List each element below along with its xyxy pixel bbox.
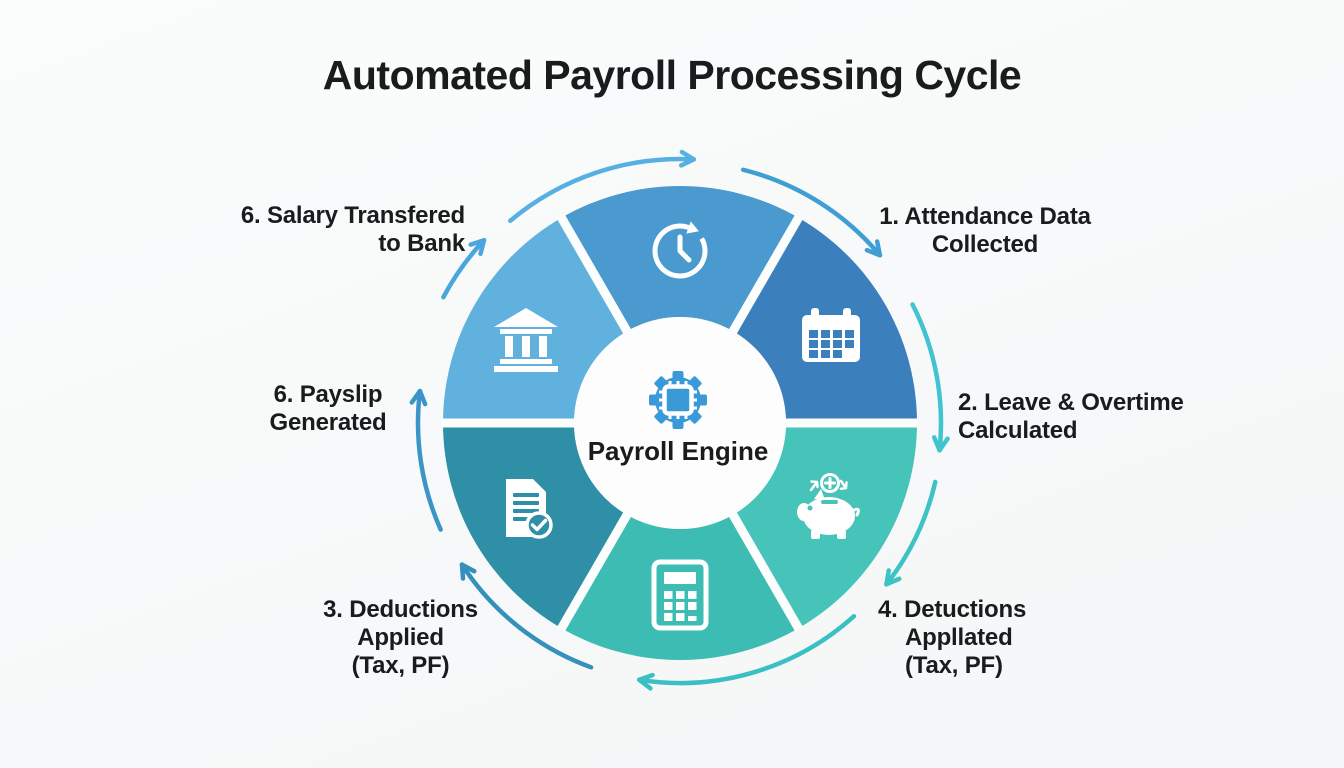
flow-arrow <box>910 302 944 453</box>
segment-calculation <box>561 514 799 660</box>
segment-icons <box>494 221 860 631</box>
flow-arrow <box>508 156 697 224</box>
calculator-icon <box>651 559 709 631</box>
label-line: 6. Payslip <box>273 381 383 408</box>
label-line: to Bank <box>378 230 465 257</box>
label-line: 4. Detuctions <box>878 596 1027 623</box>
gear-chip-icon <box>649 371 707 429</box>
bank-icon <box>494 308 558 372</box>
label-step-3-deductions: 3. Deductions Applied (Tax, PF) <box>298 596 503 680</box>
flow-arrowhead <box>931 435 942 453</box>
center-hub-label: Payroll Engine <box>588 436 769 466</box>
calendar-grid <box>809 330 854 358</box>
flow-arrow <box>459 562 594 670</box>
flow-arrowhead <box>884 568 891 587</box>
piggy-bank-icon <box>797 473 860 539</box>
label-line: (Tax, PF) <box>351 652 450 679</box>
flow-arrowhead <box>864 247 883 258</box>
label-line: 3. Deductions <box>323 596 478 623</box>
flow-arrowhead <box>478 237 487 257</box>
document-check-icon <box>506 479 553 539</box>
label-line: 6. Salary Transfered <box>240 202 465 229</box>
flow-arrow <box>884 479 938 587</box>
segment-time <box>561 185 799 332</box>
flow-arrow <box>637 613 857 686</box>
flow-arrowhead <box>459 562 477 574</box>
label-line: Generated <box>269 409 387 436</box>
label-line: Applied <box>357 624 444 651</box>
label-step-1-attendance: 1. Attendance Data Collected <box>870 203 1100 259</box>
label-line: Calculated <box>958 417 1078 444</box>
label-step-2-leave-overtime: 2. Leave & Overtime Calculated <box>958 389 1184 445</box>
label-step-4-deductions: 4. Detuctions Appllated (Tax, PF) <box>878 596 1026 680</box>
label-line: 1. Attendance Data <box>879 203 1091 230</box>
flow-arrowhead <box>637 672 655 683</box>
cycle-arrows <box>409 149 950 691</box>
calendar-icon <box>802 308 860 362</box>
label-line: 2. Leave & Overtime <box>958 389 1184 416</box>
piggy-details <box>807 500 838 511</box>
clock-history-icon <box>652 221 708 279</box>
label-line: Collected <box>931 231 1039 258</box>
label-line: (Tax, PF) <box>905 652 1003 679</box>
flow-arrow <box>415 388 443 532</box>
document-lines <box>513 493 539 521</box>
label-step-6-salary: 6. Salary Transfered to Bank <box>215 202 465 258</box>
label-line: Appllated <box>905 624 1013 651</box>
flow-arrow <box>740 167 883 258</box>
label-step-6-payslip: 6. Payslip Generated <box>238 381 418 437</box>
flow-arrowhead <box>417 388 428 407</box>
page-title: Automated Payroll Processing Cycle <box>322 52 1022 98</box>
flow-arrowhead <box>678 157 697 168</box>
